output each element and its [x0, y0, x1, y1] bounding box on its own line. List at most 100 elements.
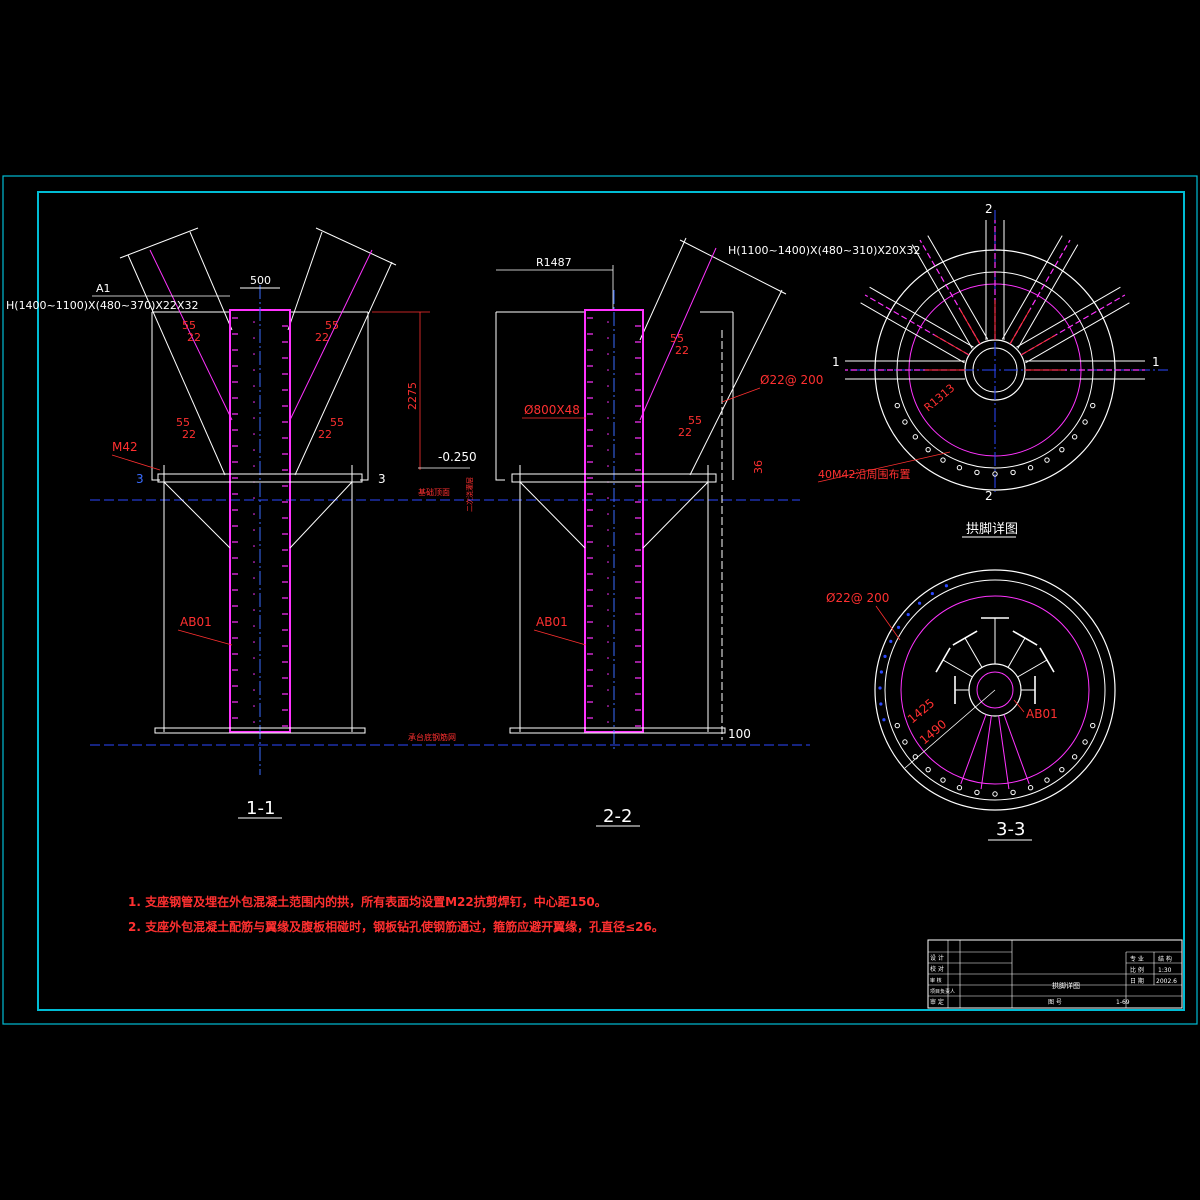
- note-line-1: 1. 支座钢管及埋在外包混凝土范围内的拱，所有表面均设置M22抗剪焊钉，中心距1…: [128, 894, 607, 909]
- plan-arm-stiffener: [1020, 334, 1056, 356]
- plan-bolt: [1044, 457, 1050, 463]
- plan-bolt: [1010, 469, 1016, 476]
- plan-bolt: [974, 469, 980, 476]
- concrete-fill-dot: [607, 721, 609, 723]
- rebar-label-2: Ø22@ 200: [760, 373, 823, 387]
- tb-label-3: 审 核: [930, 977, 942, 984]
- pipe-label-11: AB01: [180, 615, 212, 629]
- s33-radial-line: [960, 714, 987, 785]
- concrete-fill-dot: [253, 529, 255, 531]
- concrete-fill-dot: [253, 513, 255, 515]
- concrete-fill-dot: [607, 433, 609, 435]
- s33-mid-circle: [884, 579, 1106, 801]
- s33-pipe-leader: [1013, 699, 1025, 713]
- concrete-fill-dot: [607, 545, 609, 547]
- outline-left: [151, 312, 160, 481]
- arch-cut-2: [679, 239, 787, 295]
- concrete-fill-dot: [253, 385, 255, 387]
- tee-flange: [1012, 630, 1038, 646]
- s33-rebar-leader: [875, 605, 901, 641]
- elevation-value: -0.250: [438, 450, 477, 464]
- s33-radial-line: [1003, 714, 1030, 785]
- concrete-fill-dot: [253, 609, 255, 611]
- bottom-plate: [154, 727, 366, 734]
- tb-number-label: 图 号: [1048, 999, 1062, 1006]
- plan-arm-stiffener: [1009, 309, 1031, 345]
- title-block: 设 计 校 对 审 核 项目负责人 审 定 拱脚详图 专 业 比 例 日 期 结…: [927, 939, 1183, 1009]
- concrete-fill-dot: [607, 417, 609, 419]
- concrete-fill-dot: [253, 545, 255, 547]
- tee-flange: [1039, 647, 1055, 673]
- s33-rebar-dot: [879, 702, 883, 706]
- outline-left-2: [495, 312, 505, 481]
- tb-label-2: 校 对: [930, 965, 944, 973]
- concrete-fill-dot: [607, 497, 609, 499]
- plan-title: 拱脚详图: [966, 521, 1018, 537]
- grout-layer-note: 二次浇灌层: [465, 477, 474, 512]
- concrete-fill-dot: [607, 401, 609, 403]
- s33-rebar-dot: [883, 654, 887, 658]
- plan-bolt: [992, 471, 998, 477]
- concrete-fill-dot: [253, 337, 255, 339]
- weld-55-d: 55: [330, 416, 344, 429]
- concrete-fill-dot: [253, 705, 255, 707]
- member-label-h: H(1400~1100)X(480~370)X22X32: [6, 299, 198, 312]
- concrete-fill-dot: [607, 337, 609, 339]
- s33-rebar-label: Ø22@ 200: [826, 591, 889, 605]
- plan-bolt: [902, 419, 908, 425]
- arch-left-outer: [127, 254, 226, 476]
- s33-rebar-dot: [906, 612, 910, 617]
- plan-cut-left: 1: [832, 355, 840, 369]
- tb-right-value-1: 结 构: [1158, 955, 1172, 963]
- member-label-h-2: H(1100~1400)X(480~310)X20X32: [728, 244, 920, 257]
- plan-arm-edge: [869, 286, 974, 348]
- plan-arm-edge: [1025, 302, 1130, 364]
- s33-rebar-dots: [878, 584, 948, 722]
- stiffener-left: [163, 481, 231, 549]
- arch-right-outer: [294, 261, 393, 476]
- s33-radial-lines: [960, 714, 1030, 790]
- plan-bolt: [940, 457, 946, 463]
- tee-flange: [935, 647, 951, 673]
- concrete-fill-dot: [253, 657, 255, 659]
- shear-studs-2: [587, 317, 641, 727]
- s33-bolt: [1044, 777, 1050, 783]
- concrete-fill-dot: [607, 673, 609, 675]
- inner-frame: [37, 191, 1185, 1011]
- concrete-fill-dot: [607, 369, 609, 371]
- concrete-fill-dot: [607, 593, 609, 595]
- s33-pipe-label: AB01: [1026, 707, 1058, 721]
- concrete-fill-dot: [607, 705, 609, 707]
- concrete-fill-dot: [607, 657, 609, 659]
- concrete-fill-dot: [607, 385, 609, 387]
- tb-scale: 1:30: [1158, 967, 1172, 974]
- plan-cut-bottom: 2: [985, 489, 993, 503]
- s33-rebar-dot: [878, 686, 882, 690]
- cap-bottom-note: 承台底钢筋网: [408, 732, 456, 742]
- stiffener-left-2: [519, 481, 586, 549]
- tb-right-label-3: 日 期: [1130, 977, 1144, 985]
- concrete-fill-dot: [253, 369, 255, 371]
- arch-left-inner: [189, 231, 233, 331]
- dim-100: 100: [728, 727, 751, 741]
- stiffener-right: [289, 481, 353, 549]
- weld-22-d: 22: [318, 428, 332, 441]
- concrete-fill-dot: [253, 497, 255, 499]
- plan-bolt: [912, 434, 919, 440]
- concrete-fill-dot: [607, 529, 609, 531]
- concrete-fill-dot: [253, 641, 255, 643]
- outer-frame: [2, 175, 1198, 1025]
- concrete-fill-dot: [607, 561, 609, 563]
- plan-bolt: [1082, 419, 1088, 425]
- base-plate: [157, 473, 363, 483]
- weld-55-b: 55: [325, 319, 339, 332]
- plan-arm-edge: [860, 302, 965, 364]
- plan-cut-right: 1: [1152, 355, 1160, 369]
- concrete-fill-dot: [607, 513, 609, 515]
- bolt-label: M42: [112, 440, 138, 454]
- shear-studs: [232, 317, 288, 727]
- s33-dim-leader: [904, 689, 996, 769]
- concrete-fill-dot: [253, 449, 255, 451]
